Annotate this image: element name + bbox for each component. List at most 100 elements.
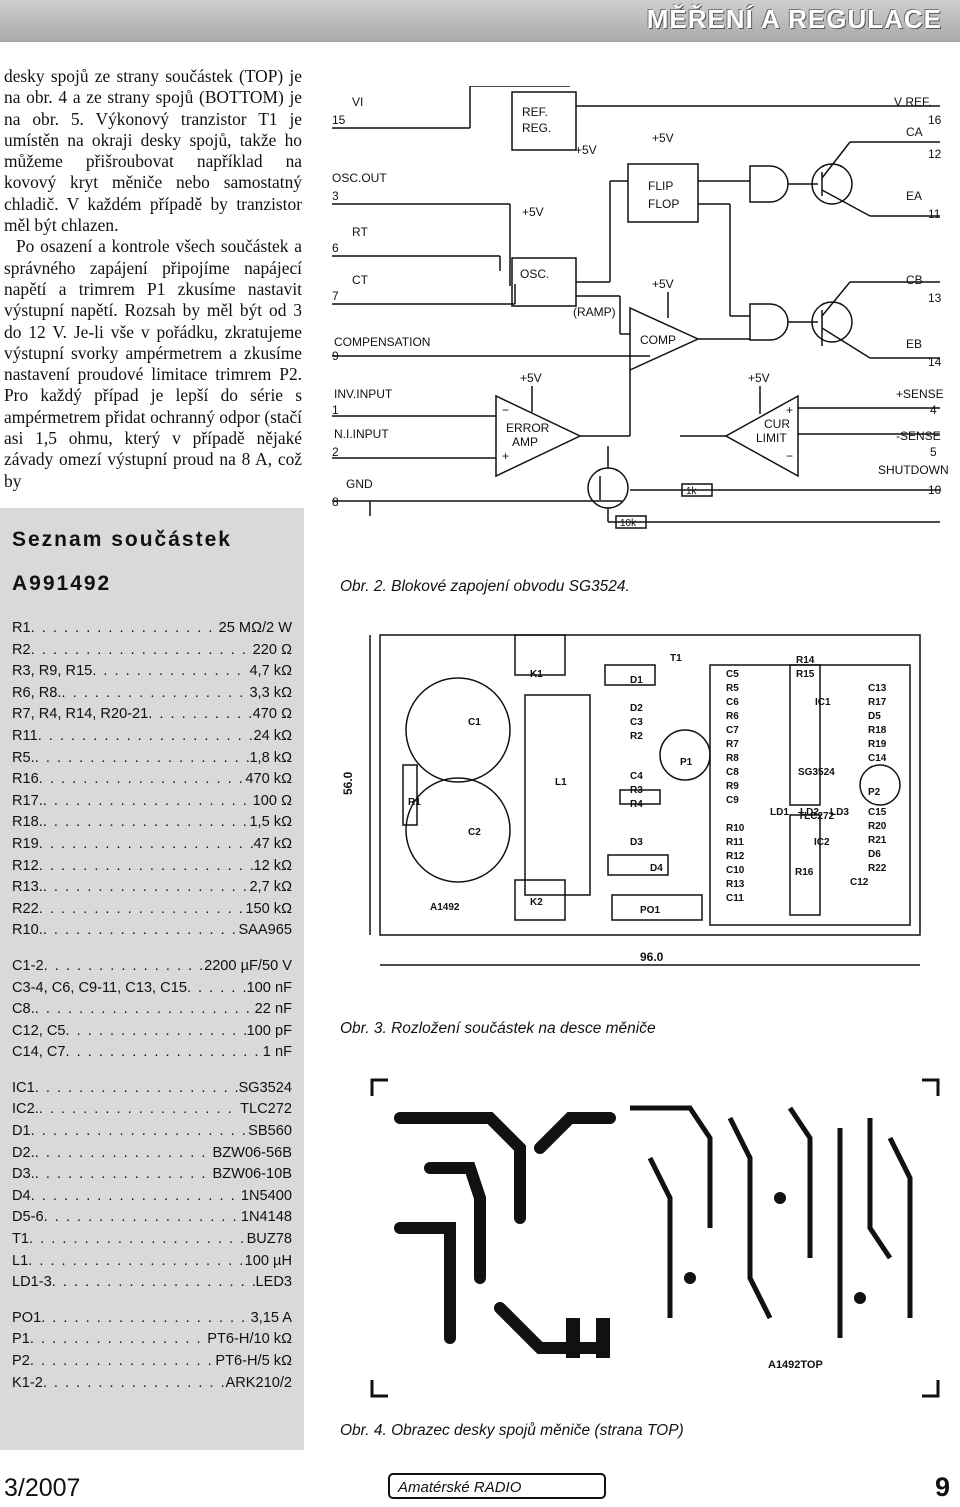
part-value: BUZ78 bbox=[246, 1231, 292, 1248]
component-label: C7 bbox=[726, 725, 739, 736]
part-value: 100 pF bbox=[246, 1022, 292, 1039]
part-value: 150 kΩ bbox=[245, 900, 292, 917]
component-label: C3 bbox=[630, 717, 643, 728]
svg-text:FLOP: FLOP bbox=[648, 197, 679, 211]
leader-dots bbox=[43, 812, 250, 834]
leader-dots bbox=[43, 791, 253, 813]
leader-dots bbox=[61, 683, 249, 705]
leader-dots bbox=[29, 1229, 247, 1251]
part-designator: P1 bbox=[12, 1331, 30, 1348]
leader-dots bbox=[187, 978, 247, 1000]
parts-row: IC2.TLC272 bbox=[12, 1099, 292, 1121]
parts-code: A991492 bbox=[12, 572, 112, 595]
parts-row: R1124 kΩ bbox=[12, 726, 292, 748]
component-label: R1 bbox=[408, 797, 421, 808]
component-label: R16 bbox=[795, 867, 814, 878]
component-label: IC2 bbox=[814, 837, 830, 848]
svg-text:RT: RT bbox=[352, 225, 368, 239]
svg-text:11: 11 bbox=[928, 207, 941, 221]
component-label: C12 bbox=[850, 877, 869, 888]
leader-dots bbox=[31, 618, 219, 640]
svg-text:3: 3 bbox=[332, 189, 339, 203]
part-value: SB560 bbox=[248, 1123, 292, 1140]
parts-row: R13.2,7 kΩ bbox=[12, 877, 292, 899]
parts-row: R17.100 Ω bbox=[12, 791, 292, 813]
part-designator: PO1 bbox=[12, 1309, 42, 1326]
part-value: 1N4148 bbox=[240, 1209, 292, 1226]
part-designator: R18. bbox=[12, 814, 43, 831]
parts-row: R7, R4, R14, R20-21470 Ω bbox=[12, 704, 292, 726]
component-label: R5 bbox=[726, 683, 739, 694]
parts-row: T1BUZ78 bbox=[12, 1229, 292, 1251]
parts-row: R1947 kΩ bbox=[12, 834, 292, 856]
svg-text:16: 16 bbox=[928, 113, 942, 127]
component-label: C14 bbox=[868, 753, 887, 764]
page-number: 9 bbox=[934, 1472, 950, 1502]
component-label: T1 bbox=[670, 653, 682, 664]
component-label: C5 bbox=[726, 669, 739, 680]
parts-row: R18.1,5 kΩ bbox=[12, 812, 292, 834]
svg-text:+5V: +5V bbox=[652, 131, 674, 145]
svg-text:1k: 1k bbox=[686, 486, 698, 497]
part-designator: C12, C5 bbox=[12, 1022, 66, 1039]
component-label: R12 bbox=[726, 851, 745, 862]
leader-dots bbox=[30, 1329, 207, 1351]
svg-text:SHUTDOWN: SHUTDOWN bbox=[878, 463, 948, 477]
leader-dots bbox=[148, 704, 252, 726]
component-label: D6 bbox=[868, 849, 881, 860]
svg-text:6: 6 bbox=[332, 241, 339, 255]
part-value: SAA965 bbox=[238, 922, 292, 939]
svg-text:Amatérské RADIO: Amatérské RADIO bbox=[397, 1479, 522, 1496]
parts-row: R125 MΩ/2 W bbox=[12, 618, 292, 640]
parts-row: P2 PT6-H/5 kΩ bbox=[12, 1351, 292, 1373]
section-title: MĚŘENÍ A REGULACE bbox=[646, 4, 942, 34]
svg-text:OSC.OUT: OSC.OUT bbox=[332, 171, 387, 185]
parts-row: C1-22200 µF/50 V bbox=[12, 956, 292, 978]
svg-text:AMP: AMP bbox=[512, 435, 538, 449]
component-label: R4 bbox=[630, 799, 643, 810]
component-label: P2 bbox=[868, 787, 881, 798]
parts-row: C3-4, C6, C9-11, C13, C15100 nF bbox=[12, 978, 292, 1000]
part-value: 100 µH bbox=[244, 1252, 292, 1269]
leader-dots bbox=[66, 1042, 263, 1064]
part-value: TLC272 bbox=[240, 1101, 292, 1118]
parts-row: R16470 kΩ bbox=[12, 769, 292, 791]
part-designator: D5-6 bbox=[12, 1209, 44, 1226]
parts-row: R6, R8.3,3 kΩ bbox=[12, 683, 292, 705]
leader-dots bbox=[39, 1099, 240, 1121]
component-label: LD3 bbox=[830, 807, 849, 818]
leader-dots bbox=[39, 834, 254, 856]
part-value: PT6-H/5 kΩ bbox=[215, 1353, 292, 1369]
parts-list-box: Seznam součástek A991492 R125 MΩ/2 WR222… bbox=[0, 508, 304, 1450]
svg-text:+: + bbox=[502, 449, 509, 463]
parts-row: P1PT6-H/10 kΩ bbox=[12, 1329, 292, 1351]
leader-dots bbox=[35, 1078, 239, 1100]
component-label: L1 bbox=[555, 777, 567, 788]
part-designator: LD1-3 bbox=[12, 1274, 52, 1291]
part-value: 470 Ω bbox=[252, 706, 292, 723]
svg-text:REF.: REF. bbox=[522, 105, 548, 119]
part-designator: P2 bbox=[12, 1353, 30, 1369]
svg-text:GND: GND bbox=[346, 477, 373, 491]
dimension-width: 96.0 bbox=[640, 950, 664, 964]
component-label: R17 bbox=[868, 697, 887, 708]
svg-text:+SENSE: +SENSE bbox=[896, 387, 944, 401]
part-designator: R10. bbox=[12, 922, 43, 939]
svg-text:1: 1 bbox=[332, 403, 339, 417]
component-label: C1 bbox=[468, 717, 481, 728]
svg-text:INV.INPUT: INV.INPUT bbox=[334, 387, 393, 401]
leader-dots bbox=[66, 1021, 247, 1043]
part-designator: D4 bbox=[12, 1187, 31, 1204]
component-label: D3 bbox=[630, 837, 643, 848]
leader-dots bbox=[31, 1186, 241, 1208]
parts-row: L1100 µH bbox=[12, 1251, 292, 1273]
part-designator: C3-4, C6, C9-11, C13, C15 bbox=[12, 979, 187, 996]
part-value: 1,8 kΩ bbox=[249, 749, 292, 766]
figure-3-caption: Obr. 3. Rozložení součástek na desce měn… bbox=[340, 1020, 656, 1037]
parts-row: R10. SAA965 bbox=[12, 920, 292, 942]
part-value: SG3524 bbox=[238, 1079, 292, 1096]
parts-row: R5.1,8 kΩ bbox=[12, 748, 292, 770]
pcb-label: A1492TOP bbox=[768, 1359, 823, 1371]
